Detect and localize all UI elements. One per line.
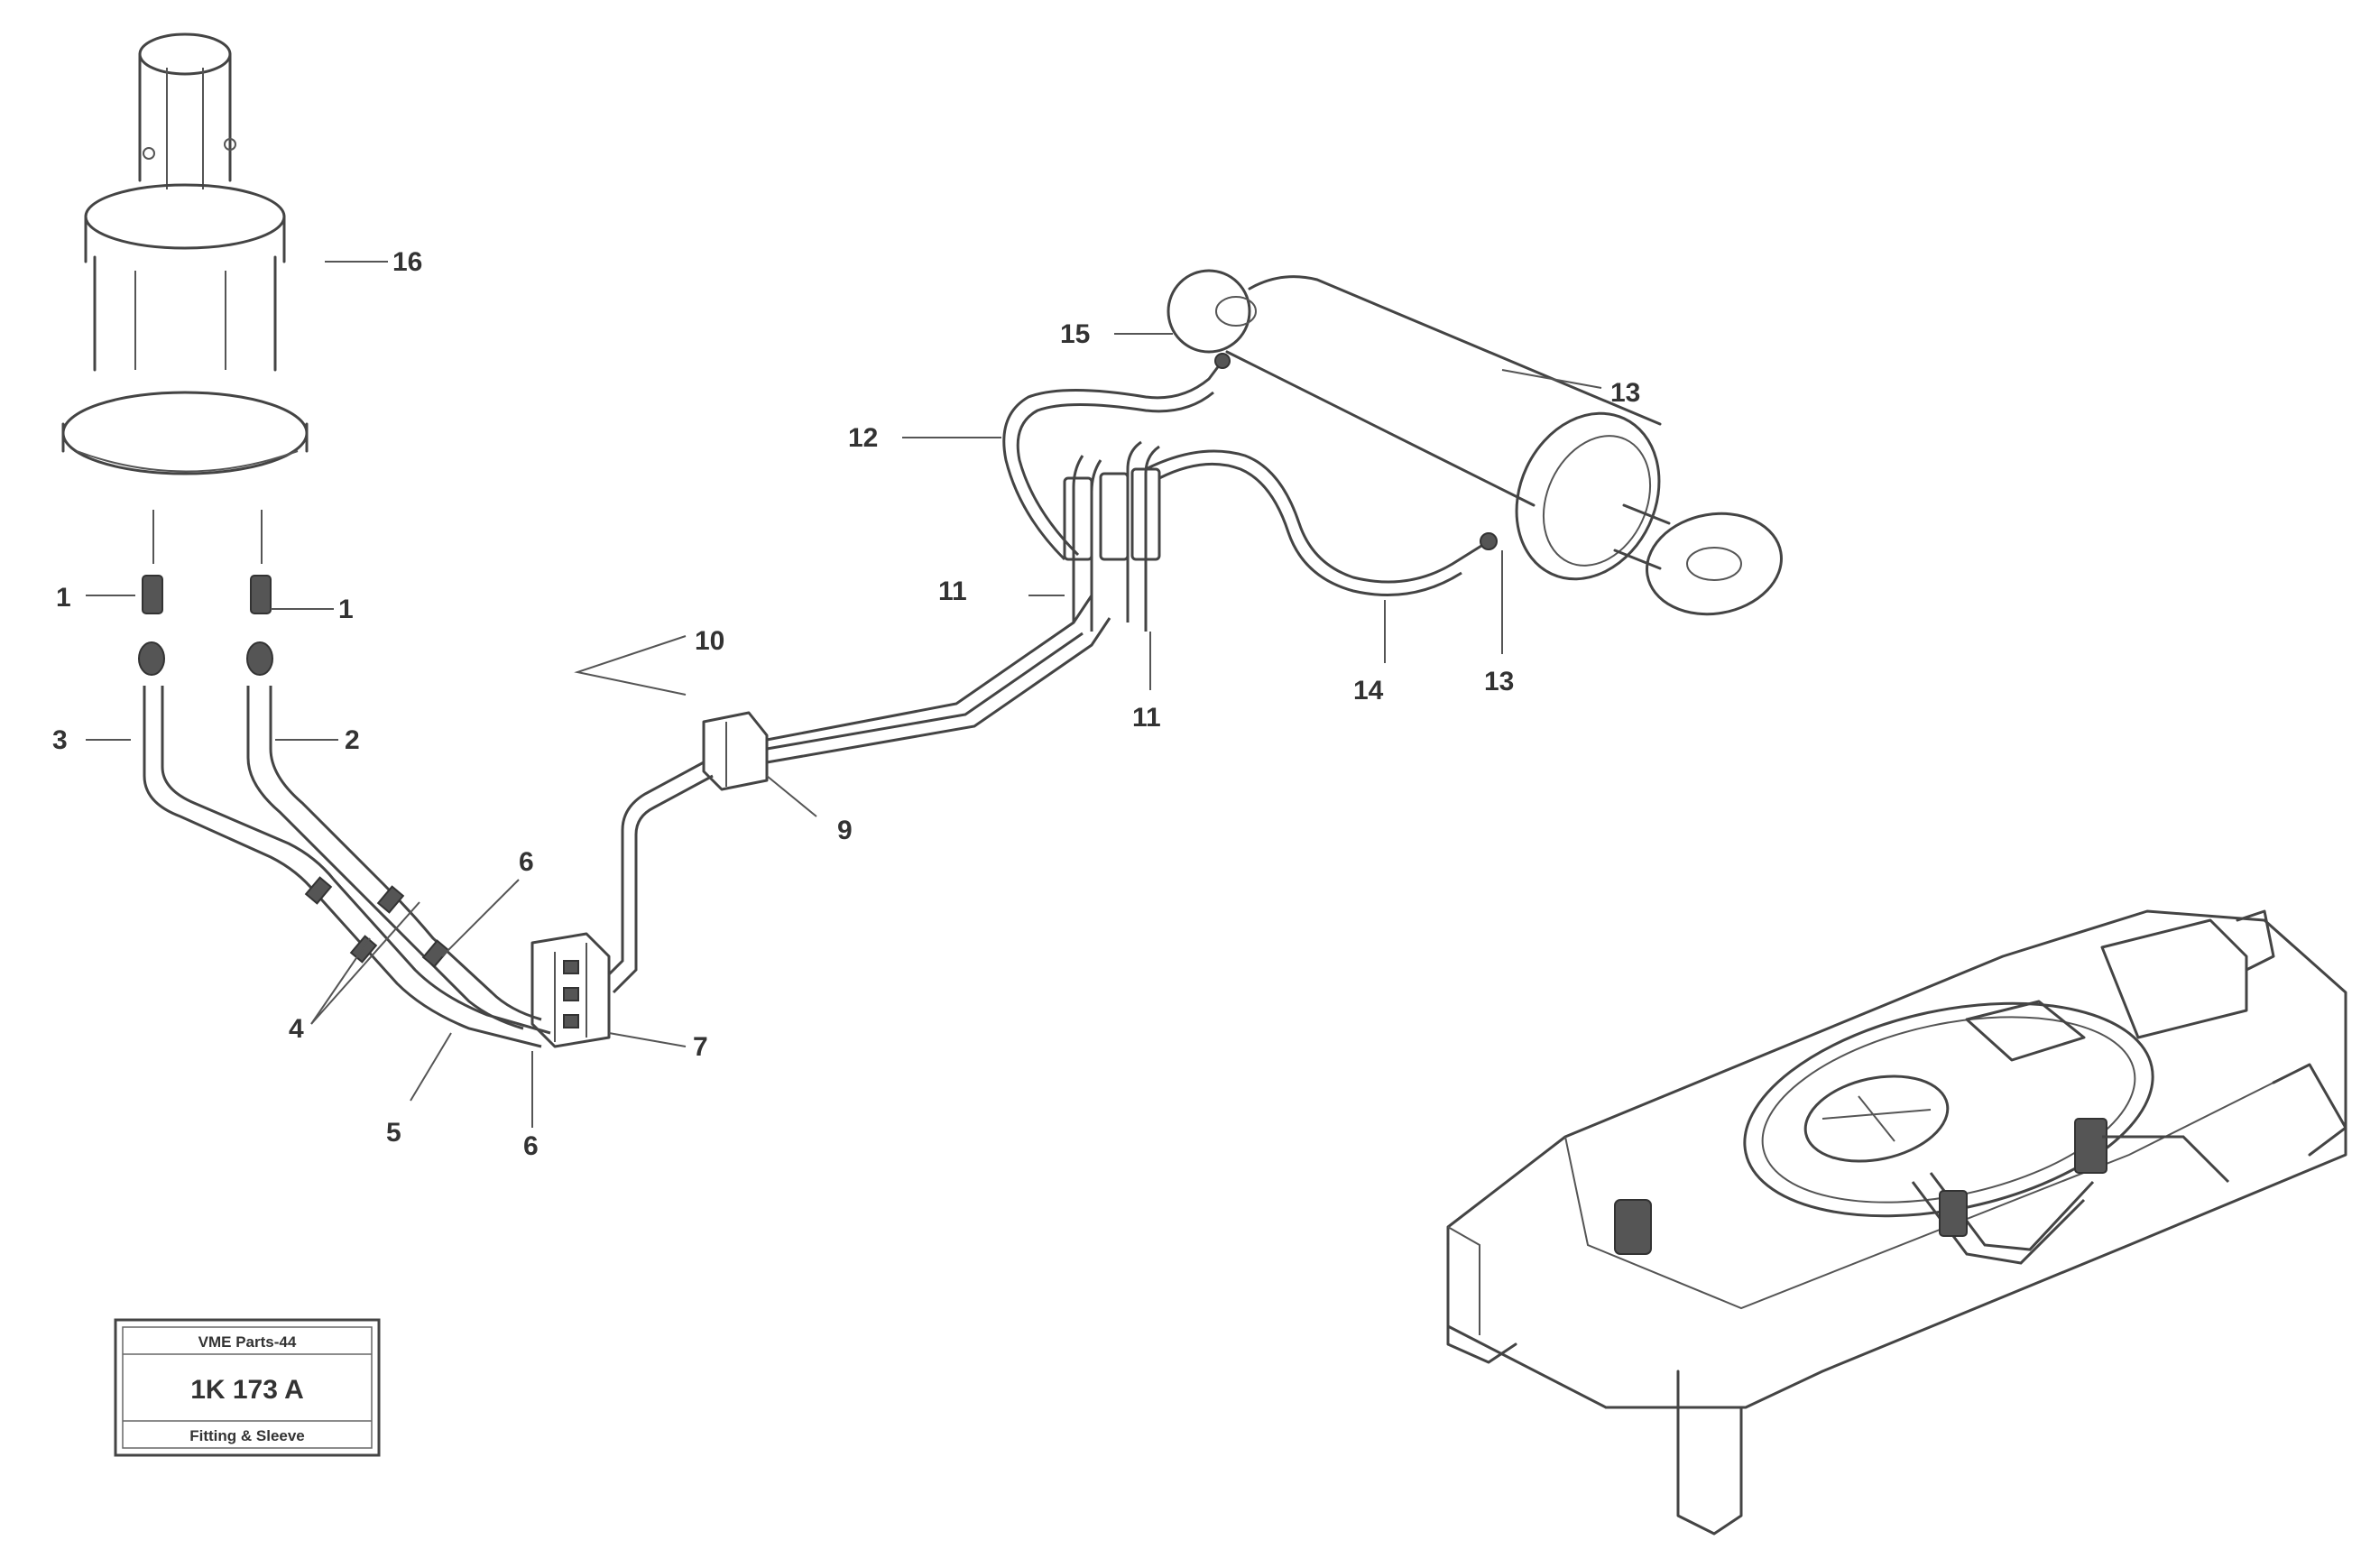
- callout-3: 3: [52, 725, 68, 755]
- fittings-left: [138, 510, 551, 1048]
- callout-11-left: 11: [938, 576, 967, 606]
- pipes-middle: [607, 595, 1111, 994]
- callout-16-swivel: 16: [392, 247, 422, 277]
- reference-box-bottom-line: Fitting & Sleeve: [189, 1427, 305, 1444]
- callout-9: 9: [837, 816, 853, 845]
- callout-5: 5: [386, 1118, 401, 1148]
- callout-1-left: 1: [56, 583, 71, 613]
- callout-6-lower: 6: [523, 1131, 539, 1161]
- hydraulic-cylinder: [1167, 269, 1783, 616]
- callout-6-upper: 6: [519, 847, 534, 877]
- pipes-upper: [1002, 360, 1489, 632]
- machine-overview: [1446, 909, 2347, 1536]
- callout-7: 7: [693, 1032, 708, 1062]
- callout-2: 2: [345, 725, 360, 755]
- clamp-block-lower: [530, 932, 611, 1048]
- callout-1-right: 1: [338, 595, 354, 624]
- callout-14: 14: [1353, 676, 1384, 706]
- callout-15: 15: [1060, 319, 1090, 349]
- callout-12: 12: [848, 423, 878, 453]
- callout-4: 4: [289, 1014, 304, 1044]
- reference-box-code: 1K 173 A: [190, 1375, 304, 1405]
- callout-10: 10: [695, 626, 724, 656]
- leader-lines: [86, 261, 1602, 1128]
- callout-11-lower: 11: [1132, 703, 1161, 733]
- swivel-coupling: [61, 32, 309, 475]
- callout-13: 13: [1484, 667, 1514, 696]
- reference-box-top-line: VME Parts-44: [198, 1333, 297, 1351]
- reference-box: VME Parts-44 1K 173 A Fitting & Sleeve: [114, 1318, 381, 1457]
- callout-labels: 16 1 1 3 2 6 4 5 6 7 9 10 11 11 12 15 14…: [52, 247, 1640, 1161]
- callout-16-cylinder: 13: [1610, 378, 1640, 408]
